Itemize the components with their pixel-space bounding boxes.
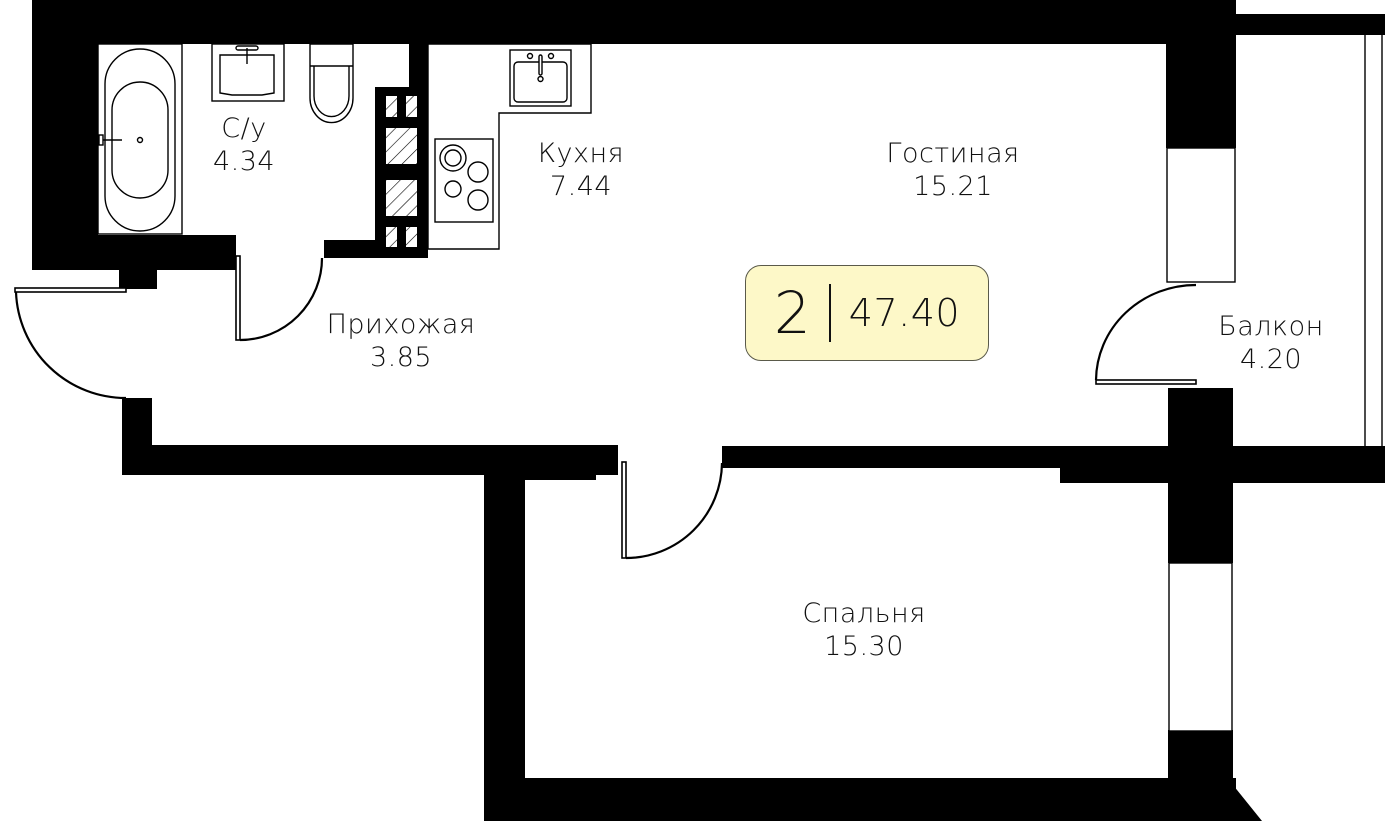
wall-bedroom-corner — [1233, 785, 1262, 821]
window-bedroom — [1168, 562, 1233, 732]
wall-balcony-top — [1236, 14, 1385, 35]
kitchen-sink-icon — [509, 49, 572, 107]
bathroom-door-swing-icon — [239, 257, 324, 342]
bathroom-door[interactable] — [235, 255, 324, 342]
wall-living-right-upper — [1166, 0, 1236, 148]
room-label-living-room: Гостиная 15.21 — [886, 137, 1019, 203]
wall-balcony-bottom — [1060, 447, 1385, 483]
room-area: 7.44 — [549, 171, 613, 202]
balcony-door[interactable] — [1094, 283, 1197, 385]
entrance-door-swing-icon — [14, 291, 127, 400]
wall-hallway-bottom-step — [484, 445, 596, 480]
room-name: Прихожая — [326, 309, 476, 340]
entrance-door[interactable] — [14, 287, 127, 400]
room-name: С/у — [221, 113, 267, 144]
toilet-icon — [309, 43, 354, 124]
wall-bedroom-left — [484, 476, 525, 821]
total-area: 47.40 — [848, 291, 961, 335]
bathroom-door-leaf — [235, 255, 241, 341]
room-area: 15.21 — [913, 171, 993, 202]
bedroom-door-swing-icon — [625, 462, 724, 560]
room-area: 4.20 — [1239, 344, 1303, 375]
wall-top — [32, 0, 1236, 44]
cooktop-icon — [434, 138, 494, 223]
ventilation-shaft-icon — [386, 96, 417, 247]
bathtub-icon — [97, 43, 183, 235]
apartment-summary-badge: 2 47.40 — [745, 265, 989, 361]
room-label-bathroom: С/у 4.34 — [213, 112, 275, 178]
ventilation-shaft — [375, 87, 428, 258]
room-name: Спальня — [802, 598, 926, 629]
room-name: Балкон — [1218, 311, 1324, 342]
balcony-door-swing-icon — [1094, 283, 1197, 381]
room-label-hallway: Прихожая 3.85 — [327, 308, 476, 374]
walls — [32, 0, 1385, 821]
wall-bath-kitchen — [409, 0, 428, 90]
wall-bedroom-bottom — [484, 778, 1236, 821]
bathroom-sink-icon — [211, 43, 285, 102]
rooms-count: 2 — [773, 279, 811, 347]
bedroom-door[interactable] — [621, 461, 724, 560]
room-area: 15.30 — [824, 631, 904, 662]
room-name: Кухня — [537, 138, 625, 169]
room-area: 3.85 — [369, 342, 433, 373]
badge-divider — [828, 284, 831, 342]
windows — [1166, 14, 1383, 732]
entrance-door-leaf — [14, 287, 127, 293]
wall-left-bathroom — [32, 0, 98, 270]
room-label-balcony: Балкон 4.20 — [1218, 310, 1324, 376]
bedroom-door-leaf — [621, 461, 627, 559]
room-label-kitchen: Кухня 7.44 — [538, 137, 624, 203]
wall-bedroom-right — [1168, 730, 1233, 821]
wall-entry-stub — [119, 255, 157, 289]
room-label-bedroom: Спальня 15.30 — [802, 597, 925, 663]
room-name: Гостиная — [886, 138, 1020, 169]
room-area: 4.34 — [212, 146, 276, 177]
window-living — [1166, 147, 1236, 283]
balcony-door-leaf — [1095, 379, 1197, 385]
